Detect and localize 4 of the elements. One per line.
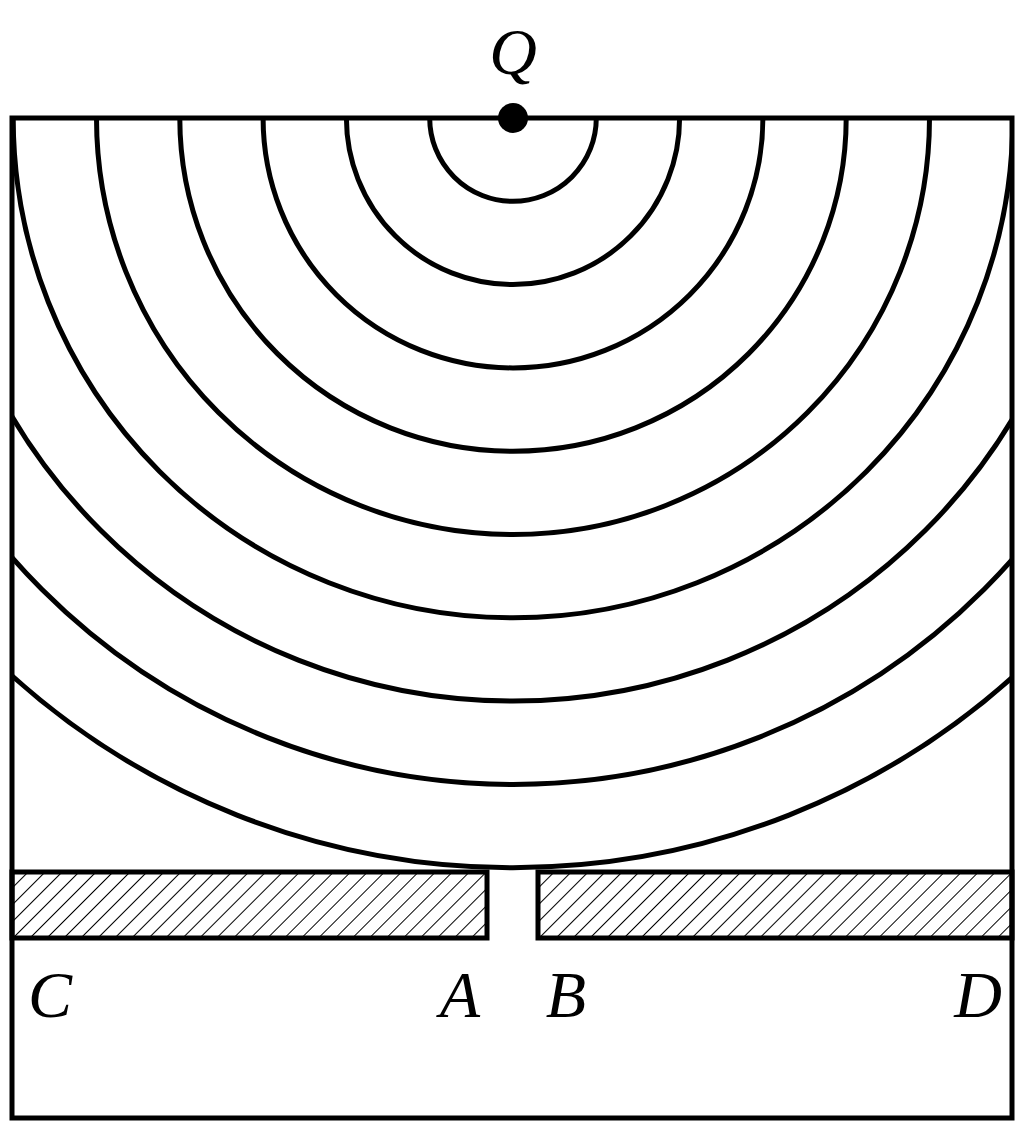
point-label: D [954,962,1002,1028]
point-label: C [28,962,72,1028]
point-label: B [545,962,587,1028]
point-label: Q [489,19,537,85]
